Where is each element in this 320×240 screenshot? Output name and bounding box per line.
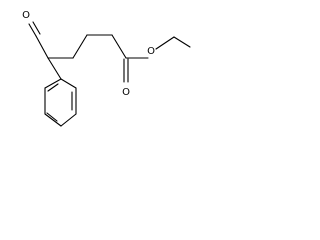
chemical-structure: O O O — [22, 10, 191, 127]
phenyl-ring-bond-1 — [60, 78, 77, 89]
ethyl-c-c-bond — [173, 36, 191, 48]
phenyl-ring-bond-6 — [44, 78, 62, 89]
phenyl-inner-double-bond-3 — [47, 83, 59, 92]
aldehyde-c-o-double-bond-1 — [28, 23, 37, 37]
chain-bond-4 — [111, 34, 127, 59]
carbonyl-oxygen-label: O — [122, 87, 130, 98]
ethyl-o-c-bond — [155, 36, 175, 50]
ester-ether-oxygen-label: O — [147, 46, 155, 57]
chain-bond-2 — [72, 34, 88, 59]
phenyl-ring-bond-3 — [60, 113, 77, 127]
aldehyde-c-h-bond — [35, 35, 49, 59]
phenyl-inner-double-bond-2 — [46, 112, 58, 122]
aldehyde-oxygen-label: O — [22, 10, 30, 21]
aldehyde-c-o-double-bond-2 — [32, 21, 41, 35]
phenyl-ring-bond-4 — [44, 113, 62, 127]
phenyl-attachment-bond — [47, 57, 62, 80]
